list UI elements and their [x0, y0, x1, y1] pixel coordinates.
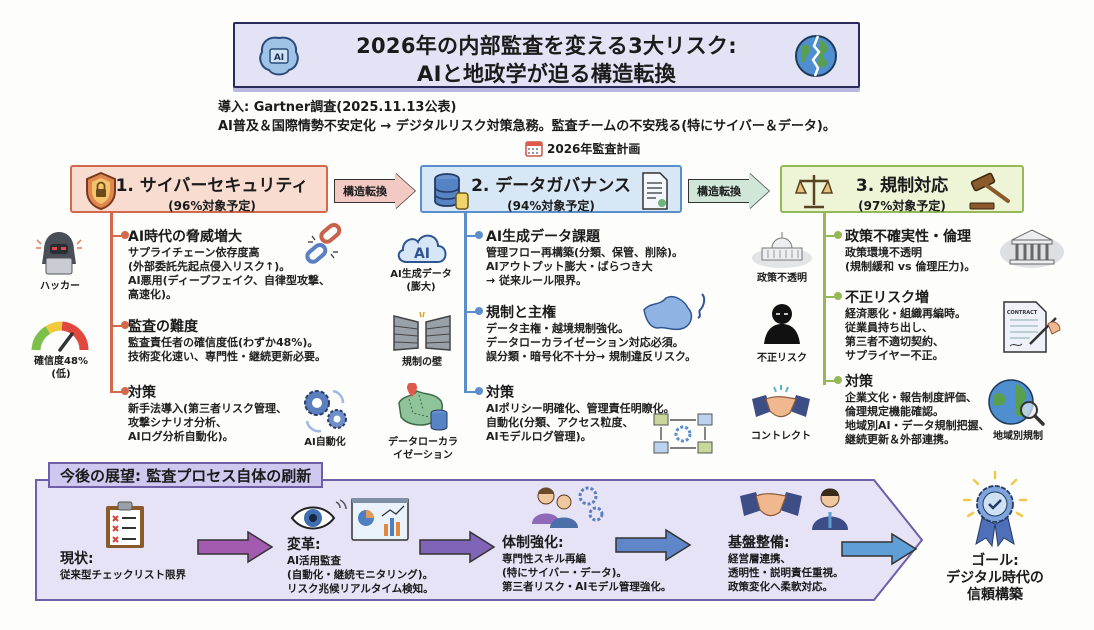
category-name: 2. データガバナンス — [471, 176, 631, 196]
confidence-label: 確信度48% — [34, 356, 88, 367]
intro-source: 導入: Gartner調査(2025.11.13公表) — [218, 100, 457, 115]
stage-foundation: 基盤整備: 経営層連携、 透明性・説明責任重視。 政策変化へ柔軟対応。 — [728, 535, 844, 593]
hacker-icon — [36, 232, 82, 275]
category-pct: (97%対象予定) — [858, 199, 946, 213]
item-countermeasures: 対策 AIポリシー明確化、管理責任明瞭化。 自動化(分類、アクセス粒度、 AIモ… — [486, 385, 675, 443]
regional-regulation-label: 地域別規制 — [993, 431, 1043, 442]
shield-lock-icon — [86, 171, 116, 211]
audit-plan-label: 2026年監査計画 — [547, 141, 641, 156]
localization-label: データローカラ — [388, 437, 458, 448]
stage-current: 現状: 従来型チェックリスト限界 — [60, 551, 186, 581]
workflow-icon — [653, 413, 713, 454]
ai-cloud-icon: AI — [397, 234, 447, 263]
stage-transformation: 変革: AI活用監査 (自動化・継続モニタリング)。 リスク兆候リアルタイム検知… — [287, 537, 434, 595]
trunk-line — [110, 213, 113, 393]
hooded-figure-icon — [764, 304, 800, 344]
regulation-wall-label: 規制の壁 — [402, 357, 442, 368]
arrow-right-icon — [841, 532, 918, 566]
goal-line-2: デジタル時代の — [946, 570, 1044, 586]
database-icon — [434, 173, 469, 210]
broken-chain-icon — [305, 222, 342, 264]
svg-text:CONTRACT: CONTRACT — [1007, 310, 1038, 316]
brick-wall-icon — [393, 311, 451, 351]
ai-data-label: AI生成データ — [390, 269, 452, 280]
intro-summary: AI普及＆国際情勢不安定化 → デジタルリスク対策急務。監査チームの不安残る(特… — [218, 119, 836, 134]
outlook-label: 今後の展望: 監査プロセス自体の刷新 — [48, 462, 324, 488]
gauge-icon — [31, 321, 89, 352]
transition-label: 構造転換 — [334, 179, 395, 203]
audit-plan: 2026年監査計画 — [525, 139, 640, 157]
category-name: 1. サイバーセキュリティ — [115, 176, 309, 196]
contract-label: コントレクト — [751, 431, 811, 442]
ai-automation-label: AI自動化 — [304, 437, 346, 448]
contract-icon: CONTRACT — [1003, 301, 1061, 353]
category-data-governance: 2. データガバナンス (94%対象予定) — [420, 165, 682, 213]
item-ai-generated-data: AI生成データ課題 管理フロー再構築(分類、保管、削除)。 AIアウトプット膨大… — [486, 229, 684, 287]
stage-structure: 体制強化: 専門性スキル再編 (特にサイバー・データ)。 第三者リスク・AIモデ… — [502, 535, 672, 593]
category-cybersecurity: 1. サイバーセキュリティ (96%対象予定) — [70, 165, 328, 213]
localization-sublabel: イゼーション — [393, 450, 453, 461]
title-line-2: AIと地政学が迫る構造転換 — [417, 62, 676, 86]
goal: ゴール: デジタル時代の 信頼構築 — [940, 553, 1050, 604]
title-banner: AI 2026年の内部監査を変える3大リスク: AIと地政学が迫る構造転換 — [233, 22, 860, 88]
item-countermeasures: 対策 企業文化・報告制度評価、 倫理規定機能確認。 地域別AI・データ規制把握、… — [845, 374, 990, 446]
arrow-right-icon — [419, 530, 496, 564]
confidence-sublabel: (低) — [51, 369, 71, 380]
transition-arrow-2: 構造転換 — [688, 173, 769, 209]
category-name: 3. 規制対応 — [855, 176, 949, 196]
item-fraud-risk: 不正リスク増 経済悪化・組織再編時。 従業員持ち出し、 第三者不適切契約、 サプ… — [845, 290, 966, 362]
gears-icon — [304, 389, 347, 433]
arrow-right-icon — [197, 530, 274, 564]
fraud-risk-label: 不正リスク — [757, 353, 807, 364]
category-regulatory-compliance: 3. 規制対応 (97%対象予定) — [780, 165, 1024, 213]
handshake-icon — [752, 385, 810, 418]
goal-line-3: 信頼構築 — [967, 587, 1023, 603]
cracked-globe-icon — [795, 35, 837, 77]
asia-map-icon — [643, 293, 706, 331]
gavel-icon — [969, 172, 1010, 210]
eye-dashboard-icon — [290, 498, 409, 541]
document-icon — [642, 172, 668, 210]
item-audit-difficulty: 監査の難度 監査責任者の確信度低(わずか48%)。 技術変化速い、専門性・継続更… — [128, 319, 326, 363]
svg-text:AI: AI — [274, 53, 284, 63]
title-line-1: 2026年の内部監査を変える3大リスク: — [356, 34, 737, 58]
award-badge-icon — [962, 470, 1028, 548]
item-countermeasures: 対策 新手法導入(第三者リスク管理、 攻撃シナリオ分析、 AIログ分析自動化)。 — [128, 385, 288, 443]
capitol-icon — [752, 232, 812, 268]
clipboard-icon — [106, 501, 144, 548]
team-gears-icon — [532, 486, 604, 528]
map-pin-database-icon — [398, 383, 448, 431]
category-pct: (94%対象予定) — [507, 199, 595, 213]
transition-label: 構造転換 — [688, 179, 749, 203]
svg-text:AI: AI — [414, 246, 430, 262]
trunk-line — [823, 213, 826, 385]
hacker-label: ハッカー — [40, 281, 80, 292]
policy-opacity-label: 政策不透明 — [757, 273, 807, 284]
courthouse-icon — [1000, 229, 1064, 268]
item-policy-uncertainty: 政策不確実性・倫理 政策環境不透明 (規制緩和 vs 倫理圧力)。 — [845, 229, 976, 273]
arrow-right-icon — [615, 528, 692, 562]
item-ai-threats: AI時代の脅威増大 サプライチェーン依存度高 (外部委託先起点侵入リスク↑)。 … — [128, 229, 330, 301]
calendar-icon — [525, 141, 543, 157]
goal-line-1: ゴール: — [971, 553, 1019, 569]
item-regulation-sovereignty: 規制と主権 データ主権・越境規制強化。 データローカライゼーション対応必須。 誤… — [486, 305, 697, 363]
scales-icon — [794, 175, 834, 209]
transition-arrow-1: 構造転換 — [334, 173, 415, 209]
category-pct: (96%対象予定) — [168, 199, 256, 213]
ai-brain-icon: AI — [259, 36, 299, 76]
globe-magnifier-icon — [988, 379, 1045, 426]
ai-data-sublabel: (膨大) — [406, 282, 436, 293]
trunk-line — [464, 213, 467, 393]
handshake-executive-icon — [740, 488, 848, 530]
